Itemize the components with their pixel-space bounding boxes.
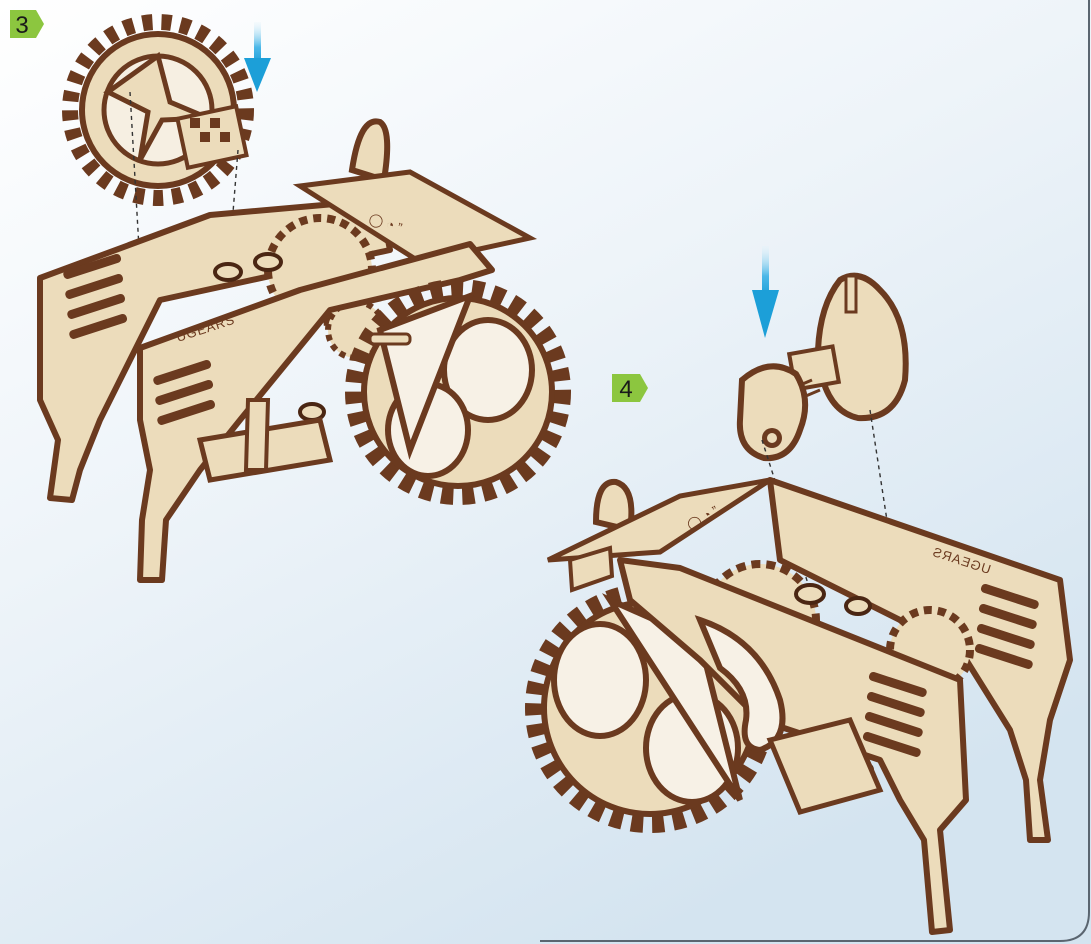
arrow-down-icon [254, 22, 261, 64]
step-number: 3 [15, 12, 28, 39]
arrow-down-icon [762, 246, 769, 296]
step-number: 4 [619, 376, 632, 403]
